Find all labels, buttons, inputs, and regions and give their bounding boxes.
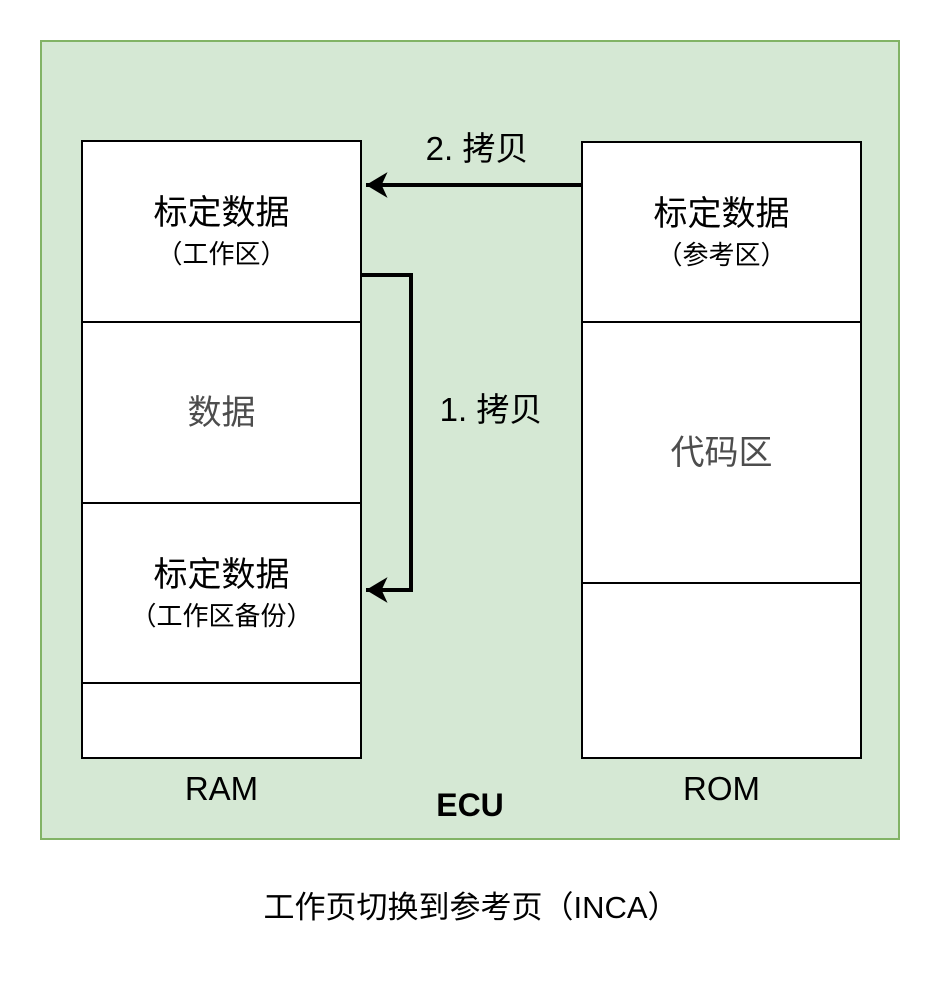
ram-section-empty [83, 682, 360, 757]
section-subtitle: （工作区） [156, 239, 287, 269]
rom-box: 标定数据 （参考区） 代码区 [581, 141, 862, 759]
section-title: 标定数据 [153, 194, 290, 232]
rom-label: ROM [683, 770, 760, 807]
ram-section-calibration-backup: 标定数据 （工作区备份） [83, 502, 360, 682]
section-title: 数据 [187, 393, 256, 432]
rom-section-calibration-reference: 标定数据 （参考区） [583, 143, 860, 321]
section-subtitle: （参考区） [656, 239, 787, 270]
rom-section-empty [583, 582, 860, 757]
ecu-label: ECU [436, 787, 504, 823]
copy-1-label: 1. 拷贝 [439, 391, 543, 428]
ram-box: 标定数据 （工作区） 数据 标定数据 （工作区备份） [81, 140, 362, 759]
copy-2-label: 2. 拷贝 [425, 130, 529, 167]
rom-section-code: 代码区 [583, 321, 860, 582]
section-subtitle: （工作区备份） [130, 600, 313, 631]
ram-label: RAM [184, 770, 259, 807]
diagram-caption: 工作页切换到参考页（INCA） [263, 890, 679, 925]
section-title: 标定数据 [653, 194, 790, 233]
section-title: 标定数据 [153, 555, 290, 594]
ram-section-calibration-working: 标定数据 （工作区） [83, 142, 360, 321]
section-title: 代码区 [670, 433, 773, 472]
ram-section-data: 数据 [83, 321, 360, 502]
